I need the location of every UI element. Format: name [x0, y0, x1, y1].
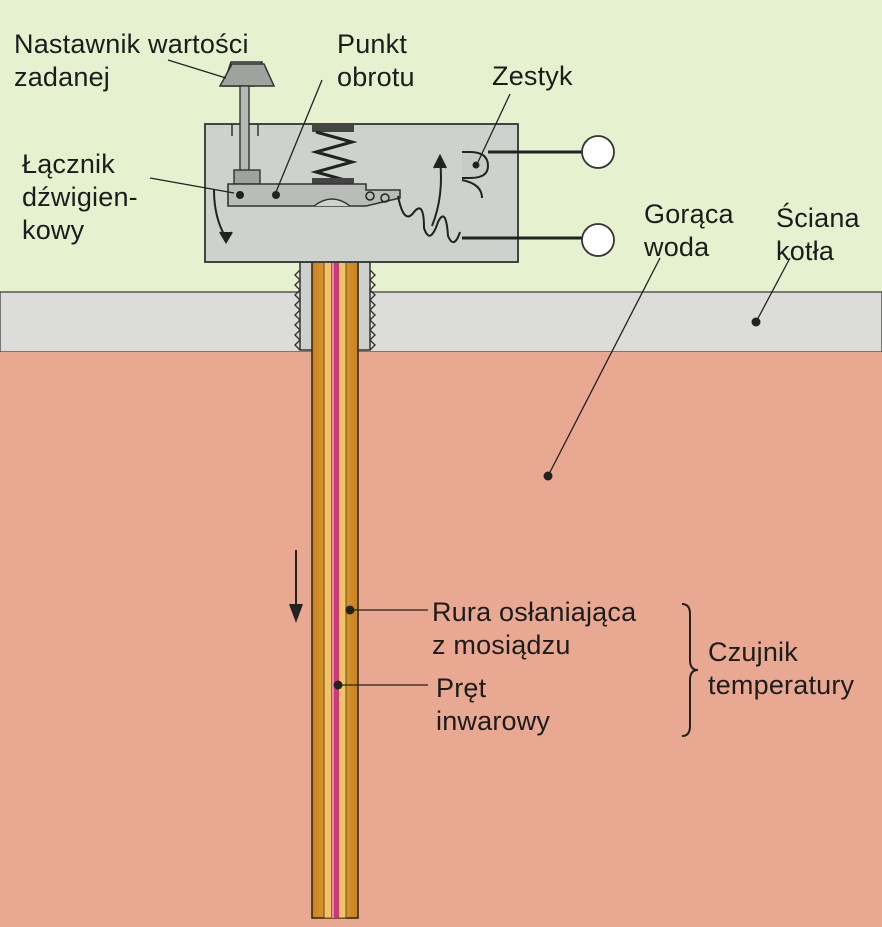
- leader-wall: [755, 257, 791, 323]
- label-pivot-line2: obrotu: [337, 62, 415, 92]
- label-hot-water: Gorąca woda: [644, 198, 734, 264]
- setpoint-knob: [218, 61, 276, 185]
- spring: [310, 124, 358, 186]
- label-setpoint-line2: zadanej: [14, 62, 110, 92]
- contact-assembly: [397, 135, 615, 257]
- label-rocker-line1: Łącznik: [22, 149, 115, 179]
- label-sensor-line1: Czujnik: [708, 637, 798, 667]
- label-contact-line1: Zestyk: [492, 61, 573, 91]
- invar-rod: [331, 200, 339, 918]
- leader-rocker: [149, 177, 235, 194]
- label-rocker-line2: dźwigien-: [22, 182, 138, 212]
- leader-hot-water: [547, 257, 661, 477]
- label-sensor-line2: temperatury: [708, 670, 855, 700]
- label-boiler-wall-line1: Ściana: [776, 203, 860, 233]
- leader-contact: [477, 93, 511, 163]
- label-setpoint-line1: Nastawnik wartości: [14, 29, 249, 59]
- hot-water-region: [0, 352, 882, 927]
- label-brass-tube-line1: Rura osłaniająca: [432, 597, 637, 627]
- label-hot-water-line2: woda: [644, 232, 710, 262]
- leader-setpoint: [167, 59, 227, 79]
- label-rocker-line3: kowy: [22, 215, 85, 245]
- label-pivot-line1: Punkt: [337, 29, 408, 59]
- label-sensor: Czujnik temperatury: [708, 636, 854, 702]
- label-invar-rod: Pręt inwarowy: [436, 672, 550, 738]
- label-brass-tube: Rura osłaniająca z mosiądzu: [432, 596, 636, 662]
- label-invar-rod-line2: inwarowy: [436, 706, 551, 736]
- leader-pivot: [275, 79, 323, 193]
- label-pivot: Punkt obrotu: [337, 28, 415, 94]
- label-brass-tube-line2: z mosiądzu: [432, 630, 571, 660]
- label-boiler-wall: Ściana kotła: [776, 202, 860, 268]
- leader-dots: [333, 317, 761, 690]
- label-setpoint: Nastawnik wartości zadanej: [14, 28, 249, 94]
- sensor-brace: [681, 603, 699, 737]
- label-boiler-wall-line2: kotła: [776, 236, 835, 266]
- motion-arrows: [213, 153, 447, 623]
- label-contact: Zestyk: [492, 60, 573, 93]
- label-rocker: Łącznik dźwigien- kowy: [22, 148, 138, 247]
- label-invar-rod-line1: Pręt: [436, 673, 487, 703]
- boiler-wall: [0, 291, 882, 353]
- leader-lines: [149, 59, 791, 686]
- label-hot-water-line1: Gorąca: [644, 199, 734, 229]
- rocker-lever: [227, 183, 401, 207]
